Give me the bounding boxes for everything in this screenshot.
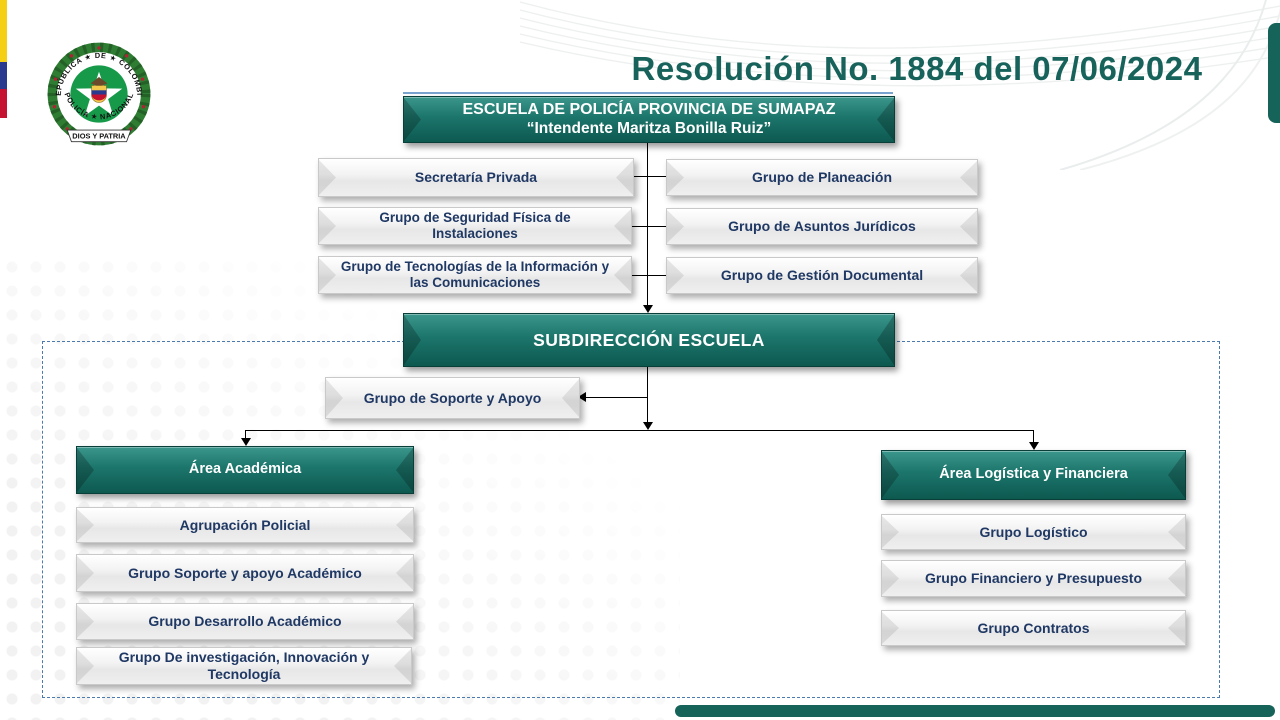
org-root-line1: ESCUELA DE POLICÍA PROVINCIA DE SUMAPAZ bbox=[462, 100, 836, 118]
group-label: Grupo Financiero y Presupuesto bbox=[924, 570, 1143, 587]
connector-root-to-subdireccion bbox=[647, 141, 648, 305]
staff-box-secretaria-privada: Secretaría Privada bbox=[318, 158, 634, 197]
police-crest-logo: REPÚBLICA ★ DE ★ COLOMBIA POLICÍA ★ NACI… bbox=[46, 40, 151, 146]
area-logistica-box: Área Logística y Financiera bbox=[881, 450, 1186, 500]
soporte-apoyo-box: Grupo de Soporte y Apoyo bbox=[325, 377, 580, 419]
staff-box-label: Grupo de Gestión Documental bbox=[720, 267, 924, 284]
staff-box-gestion-documental: Grupo de Gestión Documental bbox=[666, 257, 978, 294]
group-contratos: Grupo Contratos bbox=[881, 610, 1186, 646]
crest-ribbon-text: DIOS Y PATRIA bbox=[72, 132, 126, 141]
group-label: Grupo Contratos bbox=[977, 619, 1090, 636]
subdireccion-box: SUBDIRECCIÓN ESCUELA bbox=[403, 313, 895, 367]
group-label: Agrupación Policial bbox=[179, 516, 311, 533]
bottom-accent-bar bbox=[675, 705, 1275, 717]
staff-box-label: Secretaría Privada bbox=[414, 169, 538, 186]
group-label: Grupo Logístico bbox=[979, 523, 1088, 540]
group-agrupacion-policial: Agrupación Policial bbox=[76, 507, 414, 543]
subdireccion-label: SUBDIRECCIÓN ESCUELA bbox=[533, 329, 765, 350]
group-investigacion-innovacion: Grupo De investigación, Innovación y Tec… bbox=[76, 647, 412, 685]
group-soporte-apoyo-academico: Grupo Soporte y apoyo Académico bbox=[76, 554, 414, 592]
arrowhead-soporte bbox=[578, 392, 586, 402]
org-root-box: ESCUELA DE POLICÍA PROVINCIA DE SUMAPAZ … bbox=[403, 96, 895, 143]
staff-box-seguridad-fisica: Grupo de Seguridad Física de Instalacion… bbox=[318, 207, 632, 245]
connector-drop-academica bbox=[245, 430, 246, 438]
connector-subdireccion-down bbox=[647, 365, 648, 422]
root-box-top-guide-line bbox=[403, 92, 893, 94]
flag-red-segment bbox=[0, 89, 7, 118]
group-label: Grupo Soporte y apoyo Académico bbox=[128, 564, 362, 581]
group-label: Grupo Desarrollo Académico bbox=[148, 613, 342, 630]
colombia-flag-stripe bbox=[0, 0, 7, 118]
arrowhead-subdireccion bbox=[643, 305, 653, 313]
staff-box-label: Grupo de Planeación bbox=[751, 169, 893, 186]
staff-box-asuntos-juridicos: Grupo de Asuntos Jurídicos bbox=[666, 208, 978, 245]
staff-box-label: Grupo de Asuntos Jurídicos bbox=[728, 218, 916, 235]
area-logistica-label: Área Logística y Financiera bbox=[939, 466, 1128, 483]
connector-staff-row-2 bbox=[632, 226, 666, 227]
group-financiero-presupuesto: Grupo Financiero y Presupuesto bbox=[881, 560, 1186, 597]
org-root-line2: “Intendente Maritza Bonilla Ruiz” bbox=[526, 119, 772, 137]
connector-drop-logistica bbox=[1033, 430, 1034, 442]
flag-yellow-segment bbox=[0, 0, 7, 62]
group-label: Grupo De investigación, Innovación y Tec… bbox=[118, 649, 370, 682]
connector-staff-row-3 bbox=[632, 275, 666, 276]
connector-soporte-branch bbox=[586, 397, 648, 398]
staff-box-label: Grupo de Tecnologías de la Información y… bbox=[340, 259, 610, 290]
group-desarrollo-academico: Grupo Desarrollo Académico bbox=[76, 603, 414, 640]
group-logistico: Grupo Logístico bbox=[881, 514, 1186, 550]
area-academica-box: Área Académica bbox=[76, 446, 414, 494]
area-academica-label: Área Académica bbox=[188, 461, 302, 478]
arrowhead-academica bbox=[241, 438, 251, 446]
resolution-title: Resolución No. 1884 del 07/06/2024 bbox=[631, 50, 1203, 87]
staff-box-tecnologias: Grupo de Tecnologías de la Información y… bbox=[318, 256, 632, 294]
coat-of-arms bbox=[90, 77, 108, 103]
staff-box-planeacion: Grupo de Planeación bbox=[666, 159, 978, 196]
soporte-apoyo-label: Grupo de Soporte y Apoyo bbox=[363, 389, 542, 406]
staff-box-label: Grupo de Seguridad Física de Instalacion… bbox=[379, 210, 571, 241]
arrowhead-split bbox=[643, 422, 653, 430]
flag-blue-segment bbox=[0, 62, 7, 89]
connector-split-horizontal bbox=[245, 430, 1033, 431]
connector-staff-row-1 bbox=[632, 176, 666, 177]
right-accent-bar bbox=[1268, 23, 1280, 123]
arrowhead-logistica bbox=[1029, 442, 1039, 450]
